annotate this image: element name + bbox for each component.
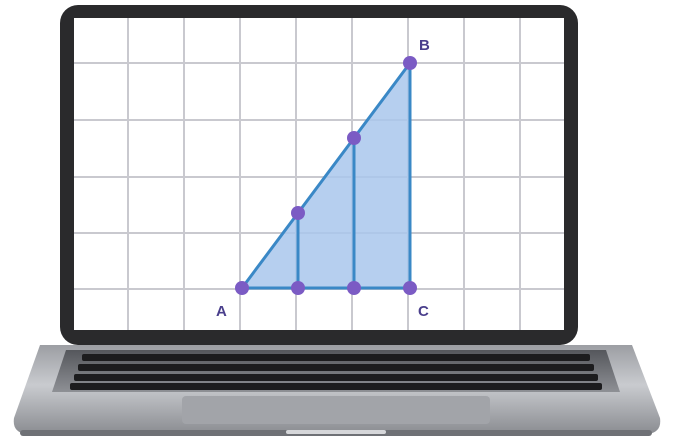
trackpad [182,396,490,424]
vertex-a [235,281,249,295]
point-hypotenuse-2 [347,131,361,145]
label-a: A [216,303,227,320]
point-base-2 [347,281,361,295]
label-b: B [419,37,430,54]
lid-notch [286,430,386,434]
vertex-c [403,281,417,295]
keyboard [70,354,602,390]
point-hypotenuse-1 [291,206,305,220]
vertex-b [403,56,417,70]
point-base-1 [291,281,305,295]
similar-triangle-segments [296,63,412,288]
label-c: C [418,303,429,320]
